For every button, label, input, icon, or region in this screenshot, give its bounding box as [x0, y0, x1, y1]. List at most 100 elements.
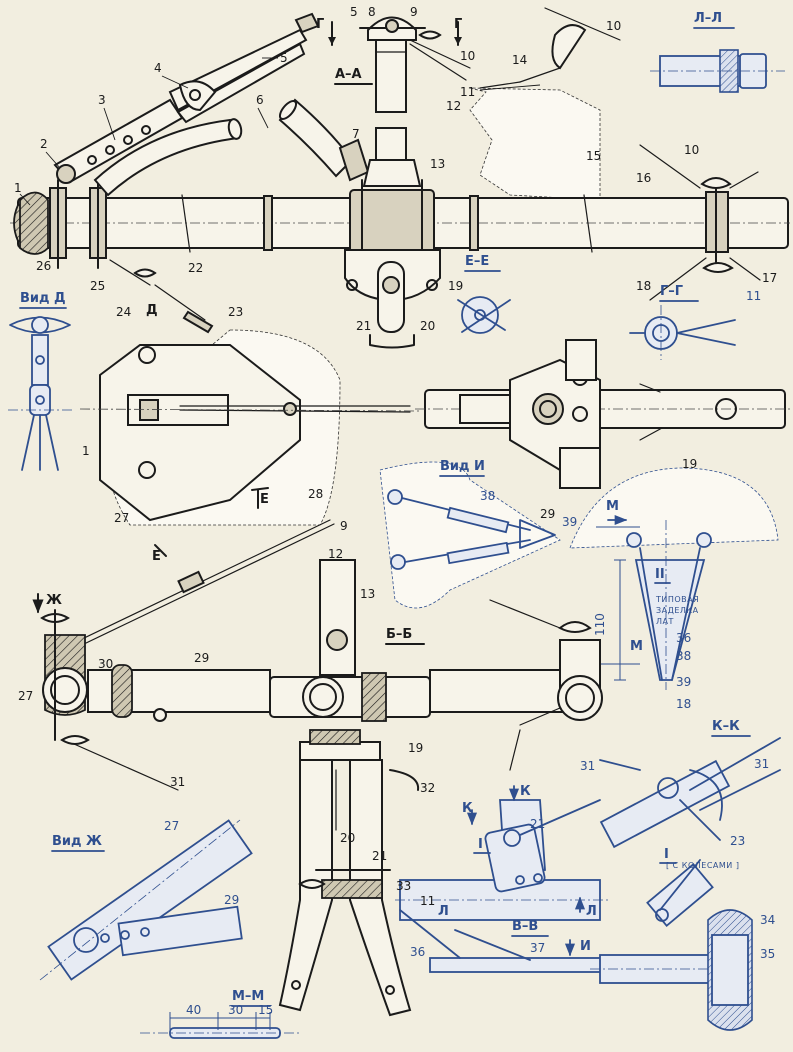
callout-39-ii: 39 — [676, 675, 691, 689]
wheel-section — [590, 859, 753, 1031]
callout-19-mid: 19 — [682, 457, 697, 471]
section-gg — [629, 305, 736, 360]
label-section-mm: М–М — [232, 989, 264, 1004]
callout-29-bb: 29 — [194, 651, 209, 665]
nose-plate-1 — [99, 344, 301, 522]
dim-110: 110 — [593, 613, 607, 636]
callout-12-top: 12 — [446, 99, 461, 113]
mark-d: Д — [146, 303, 158, 318]
mark-m-top: М — [606, 499, 619, 514]
mark-l-left: Л — [438, 904, 449, 919]
callout-31-vv: 31 — [580, 759, 595, 773]
mark-g-left: Г — [316, 17, 324, 32]
dim-40: 40 — [186, 1003, 201, 1017]
callout-11-aa: 11 — [460, 85, 475, 99]
nose-plate-plan — [79, 329, 421, 526]
callout-25: 25 — [90, 279, 105, 293]
caption-with-wheels: [ С КОЛЕСАМИ ] — [666, 861, 739, 870]
callout-19-top: 19 — [448, 279, 463, 293]
section-kk — [599, 737, 781, 849]
callout-23-top: 23 — [228, 305, 243, 319]
caption-termination: ЗАДЕЛКА — [656, 606, 699, 615]
callout-27-zh: 27 — [164, 819, 179, 833]
callout-24: 24 — [116, 305, 131, 319]
callout-16: 16 — [636, 171, 651, 185]
callout-14: 14 — [512, 53, 527, 67]
label-section-ii: II — [655, 567, 665, 582]
nose-rods — [53, 12, 370, 334]
callout-5-left: 5 — [280, 51, 288, 65]
control-bar-legs — [278, 759, 420, 1017]
callout-33: 33 — [396, 879, 411, 893]
callout-7: 7 — [352, 127, 360, 141]
mark-g-right: Г — [454, 17, 462, 32]
wire-fitting-14 — [479, 7, 621, 89]
callout-36-vv: 36 — [410, 945, 425, 959]
callout-27-bb: 27 — [18, 689, 33, 703]
control-bar-top — [377, 261, 405, 333]
callout-31-kk: 31 — [754, 757, 769, 771]
section-ii-batten — [569, 467, 779, 690]
callout-1-plan: 1 — [82, 444, 90, 458]
sail-tear-outline — [469, 87, 601, 201]
label-section-gg: Г–Г — [660, 284, 683, 299]
callout-27-plan: 27 — [114, 511, 129, 525]
mark-i: И — [580, 939, 591, 954]
label-section-i-left: I — [478, 837, 483, 852]
callout-39-i: 39 — [562, 515, 577, 529]
callout-38-i: 38 — [480, 489, 495, 503]
callout-3: 3 — [98, 93, 106, 107]
label-view-zh: Вид Ж — [52, 834, 102, 849]
label-section-i-right: I — [664, 847, 669, 862]
mark-zh: Ж — [46, 593, 62, 608]
callout-20-top: 20 — [420, 319, 435, 333]
callout-10-right: 10 — [684, 143, 699, 157]
tube-12-bb — [319, 559, 356, 676]
label-section-ll: Л–Л — [694, 11, 722, 26]
callout-21-vv: 21 — [530, 817, 545, 831]
mark-e-bottom: Е — [152, 549, 161, 564]
callout-13-bb: 13 — [360, 587, 375, 601]
callout-19-bb: 19 — [408, 741, 423, 755]
view-i — [379, 461, 561, 609]
section-bb-cross — [40, 519, 603, 791]
callout-36-ii: 36 — [676, 631, 691, 645]
callout-21-top: 21 — [356, 319, 371, 333]
section-aa — [328, 16, 471, 187]
callout-2: 2 — [40, 137, 48, 151]
top-keel-assembly — [10, 84, 790, 349]
callout-9-mid: 9 — [340, 519, 348, 533]
callout-32: 32 — [420, 781, 435, 795]
callout-28: 28 — [308, 487, 323, 501]
callout-numbers: 1 2 3 4 5 5 6 7 8 9 9 10 10 10 11 11 11 … — [14, 5, 777, 961]
view-d — [8, 316, 75, 471]
dim-30: 30 — [228, 1003, 243, 1017]
callout-10-aa: 10 — [460, 49, 475, 63]
callout-21-bb: 21 — [372, 849, 387, 863]
callout-20-bb: 20 — [340, 831, 355, 845]
callout-35: 35 — [760, 947, 775, 961]
callout-22: 22 — [188, 261, 203, 275]
callout-5-top: 5 — [350, 5, 358, 19]
callout-38-ii: 38 — [676, 649, 691, 663]
mark-k-left: К — [462, 801, 473, 816]
callout-34: 34 — [760, 913, 775, 927]
callout-11-gg: 11 — [746, 289, 761, 303]
label-view-d: Вид Д — [20, 291, 66, 306]
fitting-7 — [338, 138, 370, 182]
callout-4: 4 — [154, 61, 162, 75]
callout-15: 15 — [586, 149, 601, 163]
callout-6: 6 — [256, 93, 264, 107]
callout-10-top: 10 — [606, 19, 621, 33]
caption-typical: ТИПОВАЯ — [655, 595, 699, 604]
callout-23-kk: 23 — [730, 834, 745, 848]
section-ee — [457, 296, 511, 334]
callout-17: 17 — [762, 271, 777, 285]
caption-battens: ЛАТ — [656, 617, 674, 626]
mark-l-right: Л — [586, 904, 597, 919]
section-vv — [395, 799, 611, 973]
label-section-bb: Б–Б — [386, 627, 412, 642]
callout-31-bb: 31 — [170, 775, 185, 789]
label-section-vv: В–В — [512, 919, 538, 934]
